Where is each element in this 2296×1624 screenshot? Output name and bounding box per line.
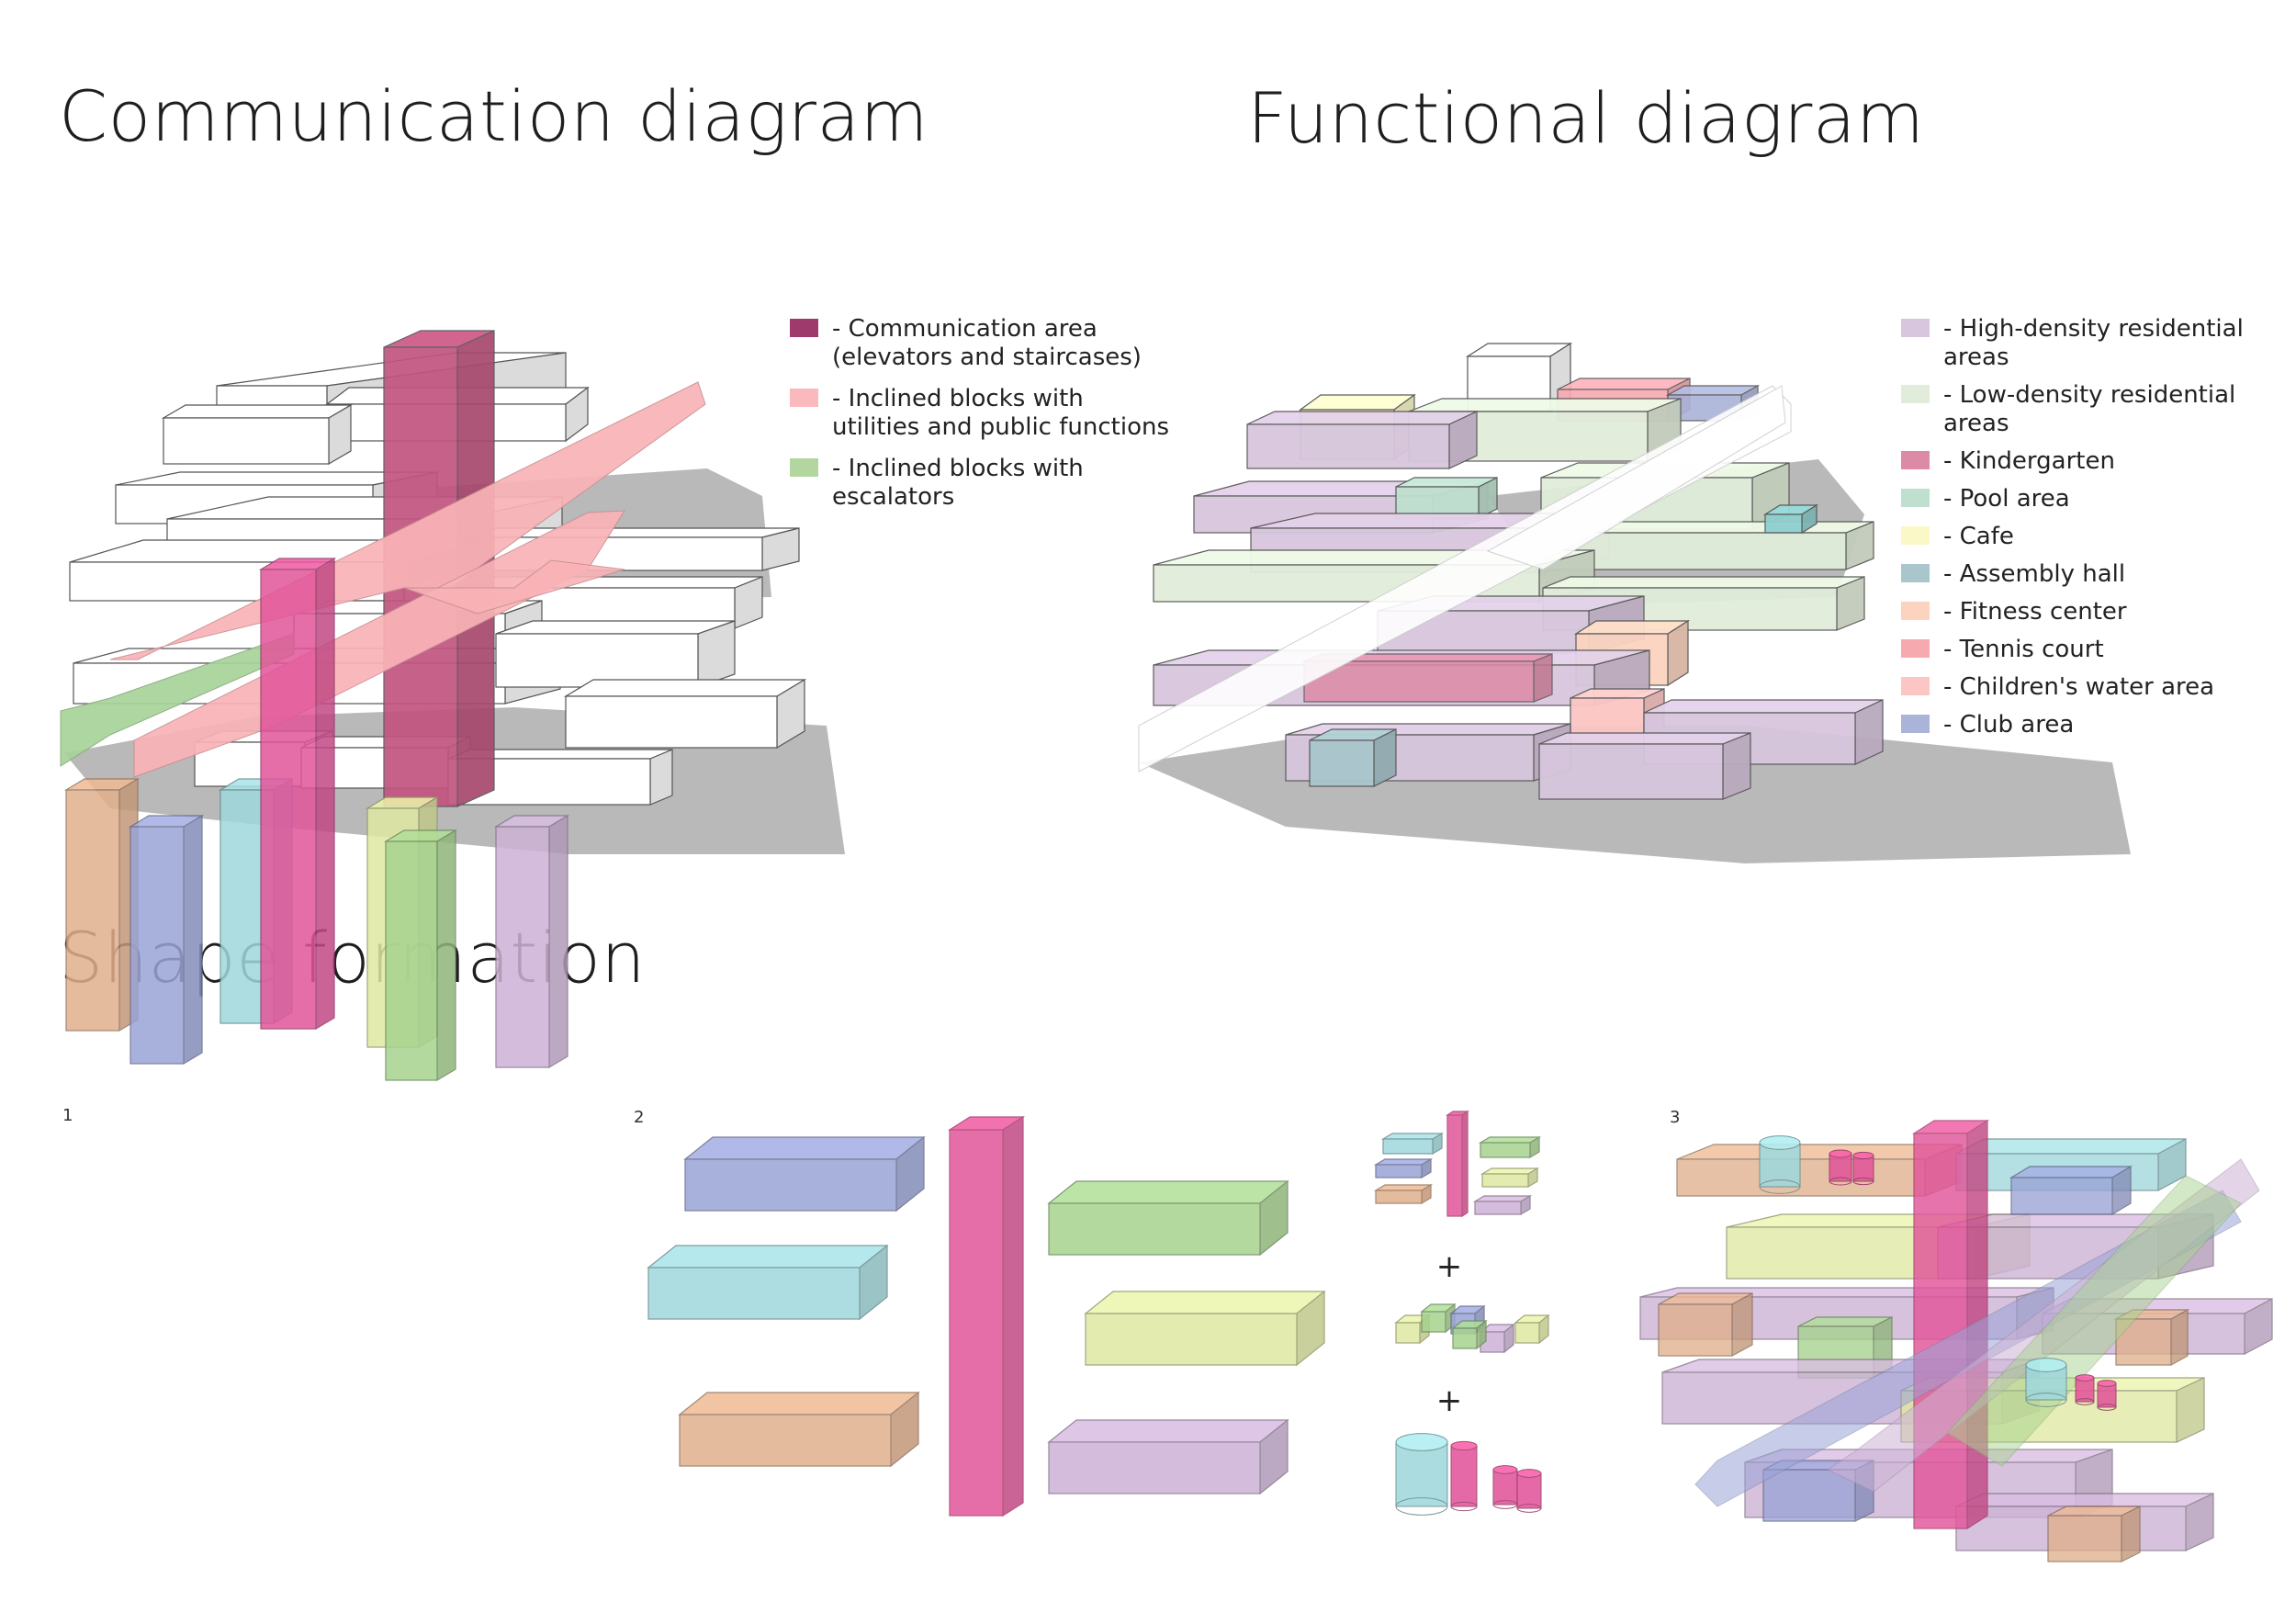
bar-block (685, 1137, 924, 1211)
functional-axonometric (1139, 344, 2131, 863)
bar-block (1049, 1181, 1288, 1255)
mini-cube-icon (1453, 1321, 1486, 1348)
cylinder-icon (2076, 1375, 2094, 1405)
pool-area-block (1396, 478, 1497, 518)
mini-bar-icon (1482, 1168, 1537, 1187)
cylinder-icon (2098, 1381, 2116, 1411)
cylinder-icon (1760, 1136, 1800, 1194)
pool-area-block (1765, 505, 1817, 533)
white-block (496, 621, 735, 687)
mini-bar-icon (1475, 1196, 1530, 1214)
white-block (566, 680, 805, 748)
cylinder-icon (2026, 1359, 2066, 1407)
mini-bar-icon (1376, 1159, 1431, 1178)
tower-block (66, 779, 138, 1031)
mini-bar-icon (1383, 1133, 1442, 1154)
bar-block (1049, 1420, 1288, 1494)
mini-cube-icon (1422, 1304, 1455, 1332)
composition-block (1659, 1293, 1752, 1356)
plus-sign: + (1436, 1248, 1463, 1285)
cylinder-icon (1517, 1470, 1541, 1513)
high-density-block (1539, 733, 1750, 799)
bar-block (648, 1246, 887, 1319)
bar-block (1086, 1291, 1324, 1365)
assembly-hall-block (1310, 729, 1396, 786)
composition-block (2048, 1506, 2140, 1562)
tower-block (261, 558, 334, 1029)
mini-cube-icon (1515, 1315, 1548, 1343)
plus-sign: + (1436, 1382, 1463, 1419)
tower-block (496, 816, 568, 1067)
cylinder-icon (1396, 1434, 1447, 1516)
communication-axonometric (61, 331, 845, 854)
composition-block (2011, 1167, 2131, 1214)
tower-block (386, 830, 456, 1080)
white-block (163, 405, 351, 464)
bar-block (680, 1393, 918, 1466)
cylinder-icon (1493, 1466, 1517, 1509)
cylinder-icon (1829, 1150, 1851, 1185)
mini-bar-icon (1480, 1137, 1539, 1157)
cylinder-icon (1451, 1441, 1477, 1510)
tower-block (950, 1117, 1023, 1516)
high-density-block (1247, 412, 1477, 468)
tower-block (130, 816, 202, 1064)
cylinder-icon (1853, 1152, 1874, 1184)
mini-tower-icon (1447, 1111, 1468, 1216)
mini-bar-icon (1376, 1185, 1431, 1203)
